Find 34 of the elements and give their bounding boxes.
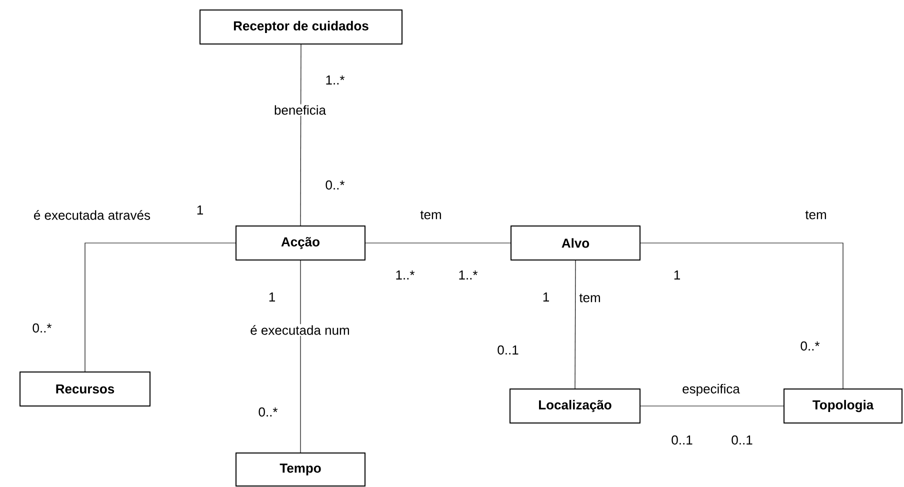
multiplicity-label: 1 — [674, 270, 680, 280]
edge-label: beneficia — [272, 104, 328, 116]
edge-label: é executada num — [249, 324, 351, 336]
multiplicity-label: 0..* — [326, 180, 345, 190]
multiplicity-label: 0..* — [800, 341, 820, 351]
multiplicity-label: 1..* — [459, 270, 478, 280]
class-box: Tempo — [236, 452, 366, 486]
association-line — [300, 44, 302, 226]
multiplicity-label: 1..* — [396, 270, 415, 280]
class-box: Localização — [510, 388, 640, 424]
association-line — [300, 260, 301, 453]
edge-label: é executada através — [32, 209, 152, 221]
class-box: Recursos — [20, 372, 150, 406]
class-box: Alvo — [510, 226, 640, 260]
multiplicity-label: 1 — [269, 292, 275, 302]
association-line — [574, 260, 576, 389]
edge-label: tem — [804, 210, 828, 220]
edge-label: especifica — [681, 382, 741, 398]
class-box: Receptor de cuidados — [200, 10, 402, 44]
multiplicity-label: 0..1 — [498, 345, 518, 355]
multiplicity-label: 0..1 — [732, 435, 752, 445]
edge-label: tem — [578, 292, 602, 304]
association-line — [640, 242, 844, 389]
multiplicity-label: 0..* — [258, 407, 278, 417]
multiplicity-label: 1..* — [326, 76, 345, 84]
multiplicity-label: 1 — [197, 206, 203, 214]
association-line — [365, 242, 511, 244]
multiplicity-label: 1 — [543, 292, 549, 302]
class-box: Topologia — [784, 388, 902, 424]
multiplicity-label: 0..1 — [672, 435, 692, 445]
class-box: Acção — [236, 226, 366, 260]
multiplicity-label: 0..* — [32, 323, 52, 333]
association-line — [84, 242, 236, 372]
edge-label: tem — [419, 210, 443, 220]
